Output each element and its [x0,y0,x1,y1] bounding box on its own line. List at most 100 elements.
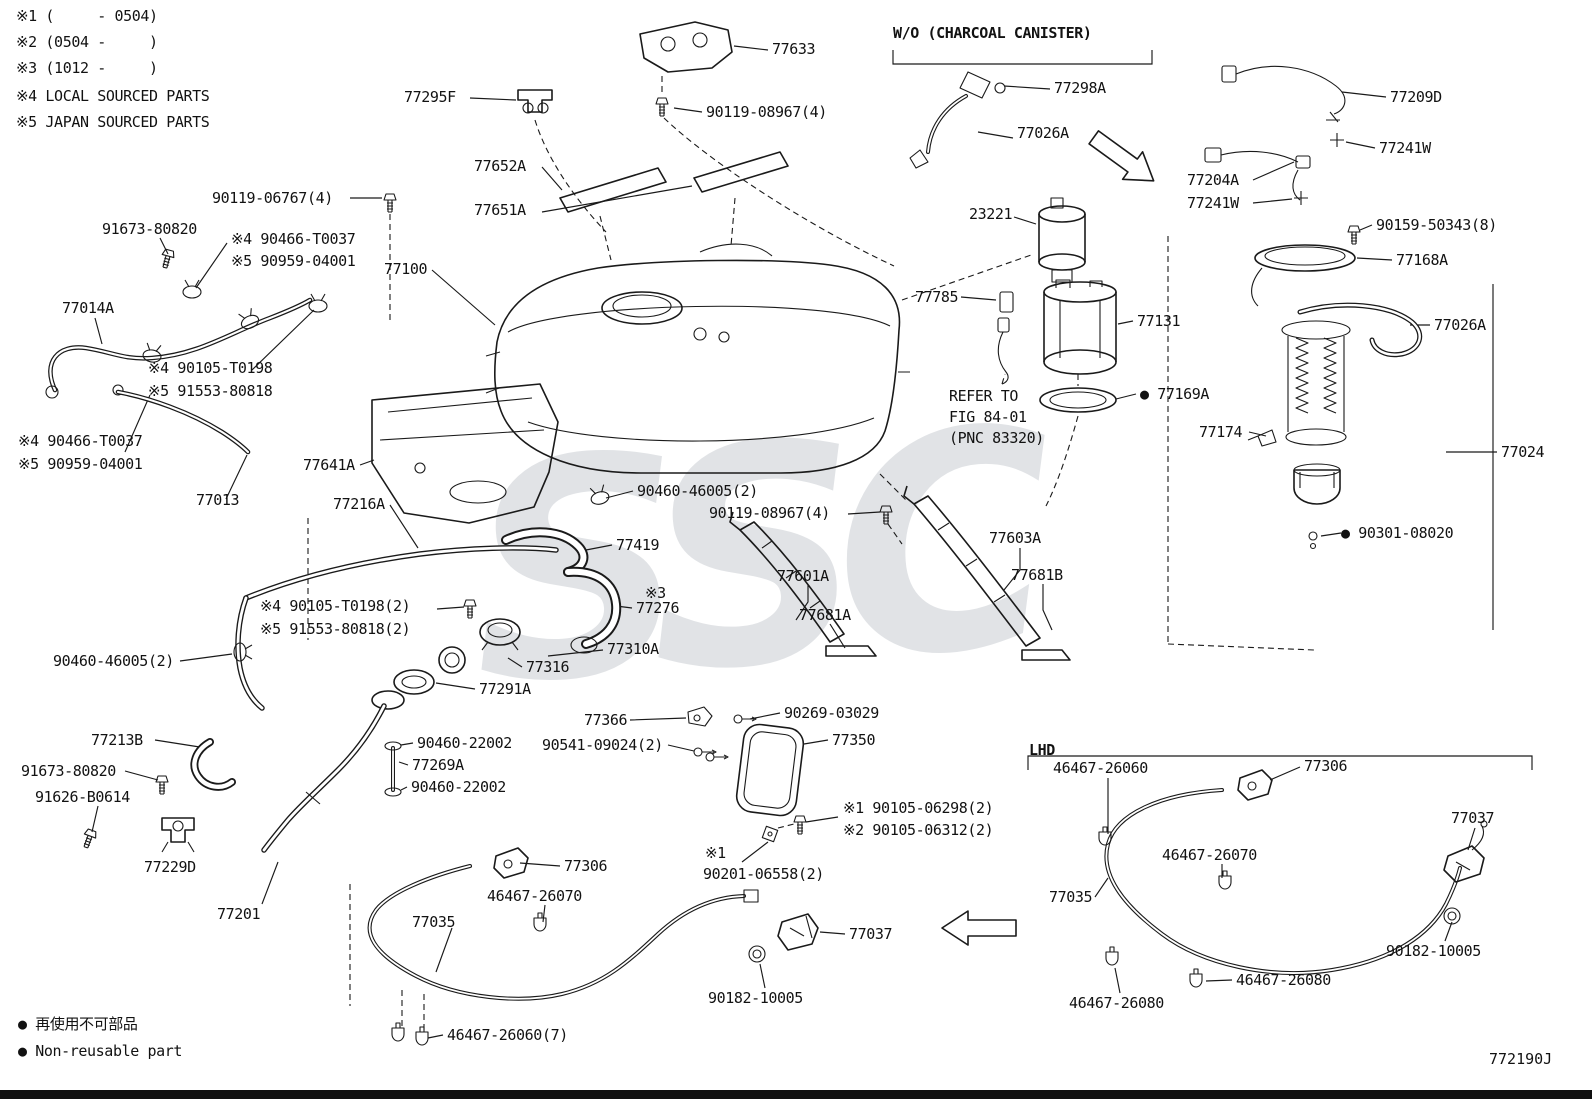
gasket-77169A [1039,387,1117,413]
header-label: LHD [1029,741,1055,759]
part-label: 77350 [832,731,876,749]
tank-band-77603A [903,485,1071,661]
note-label: ※5 JAPAN SOURCED PARTS [16,113,210,131]
docid-label: 772190J [1489,1050,1553,1068]
tank-protector-77641A [371,383,559,524]
cable-bracket-77306-left [493,847,529,879]
lock-cable-77035-left [367,864,759,1001]
part-label: REFER TO [949,387,1019,405]
part-label: 77276 [636,599,680,617]
part-label: 77785 [915,288,959,306]
part-label: 46467-26080 [1236,971,1331,989]
part-label: 90201-06558(2) [703,865,824,883]
part-label: 77213B [91,731,143,749]
connector-77204A [1204,133,1344,205]
part-label: ※4 90466-T0037 [231,230,356,248]
part-label: 23221 [969,205,1013,223]
part-label: ※1 [705,844,726,862]
part-label: 77295F [404,88,456,106]
part-label: 90460-22002 [411,778,506,796]
part-label: ※5 91553-80818(2) [260,620,411,638]
part-label: 77306 [1304,757,1348,775]
clip-90201-06558 [761,825,779,843]
part-label: 77641A [303,456,355,474]
part-label: 77014A [62,299,114,317]
part-label: ※5 90959-04001 [18,455,143,473]
lock-assembly-77037-left [777,913,819,951]
part-label: 77035 [412,913,456,931]
connector-77785 [997,291,1014,385]
filler-pipe-77201 [261,690,405,853]
part-label: 77603A [989,529,1041,547]
part-label: 77229D [144,858,196,876]
watermark: SSC [458,363,1067,752]
part-label: 91673-80820 [102,220,197,238]
part-label: (PNC 83320) [949,429,1044,447]
part-label: 77241W [1379,139,1431,157]
header-label: W/O (CHARCOAL CANISTER) [893,24,1092,42]
part-label: 90119-06767(4) [212,189,333,207]
part-label: 77310A [607,640,659,658]
part-label: 77241W [1187,194,1239,212]
part-label: 46467-26060(7) [447,1026,568,1044]
part-label: ※4 90105-T0198(2) [260,597,411,615]
part-label: 77601A [777,567,829,585]
suction-tube-assembly-77024 [1247,320,1351,550]
part-label: 77026A [1434,316,1486,334]
note-label: ※1 ( - 0504) [16,7,158,25]
cushion-77651A [693,151,789,193]
hose-77213B [190,738,236,791]
part-label: 77216A [333,495,385,513]
suction-plate-77168A [1251,244,1356,307]
part-label: 91673-80820 [21,762,116,780]
note-label: ※2 (0504 - ) [16,33,158,51]
lock-cable-77035-right [1104,788,1462,975]
ring-77291A [393,669,435,695]
part-label: ※3 [645,584,666,602]
part-label: ※4 90105-T0198 [148,359,273,377]
part-label: 46467-26080 [1069,994,1164,1012]
dashed-assembly-lines [307,76,1315,1030]
fuel-shield-77350 [735,723,805,817]
footnote-label: ● Non-reusable part [18,1042,182,1060]
bottom-bar [0,1090,1592,1099]
tank-band-77601A [729,511,877,657]
part-label: 77024 [1501,443,1545,461]
part-label: 77681A [799,606,851,624]
arrow-icon-left [941,910,1017,946]
part-label: 90460-46005(2) [53,652,174,670]
part-label: 77026A [1017,124,1069,142]
breather-tube-77013 [115,389,251,455]
part-label: 77366 [584,711,628,729]
note-label: ※3 (1012 - ) [16,59,158,77]
note-label: ※4 LOCAL SOURCED PARTS [16,87,210,105]
part-label: ※2 90105-06312(2) [843,821,994,839]
part-label: ※5 90959-04001 [231,252,356,270]
part-label: 77269A [412,756,464,774]
part-label: 77291A [479,680,531,698]
part-label: 77013 [196,491,240,509]
part-label: ※4 90466-T0037 [18,432,143,450]
part-label: 77204A [1187,171,1239,189]
part-label: 77100 [384,260,428,278]
part-label: ※1 90105-06298(2) [843,799,994,817]
part-label: 90182-10005 [1386,942,1481,960]
part-label: 91626-B0614 [35,788,130,806]
part-label: 77316 [526,658,570,676]
part-label: ※5 91553-80818 [148,382,273,400]
restrictor-77310A [438,646,466,674]
part-label: 77168A [1396,251,1448,269]
part-label: 77681B [1011,566,1063,584]
part-label: 77633 [772,40,816,58]
footnote-label: ● 再使用不可部品 [18,1015,138,1033]
inlet-hose-77216A [235,545,559,711]
part-label: 90119-08967(4) [709,504,830,522]
fuel-pump-23221 [1038,197,1086,283]
part-label: 77209D [1390,88,1442,106]
part-label: 46467-26070 [487,887,582,905]
leader-lines-middle [91,490,1342,1039]
inlet-hose-77419 [501,527,589,577]
pipe-clamp-77229D [161,817,195,853]
